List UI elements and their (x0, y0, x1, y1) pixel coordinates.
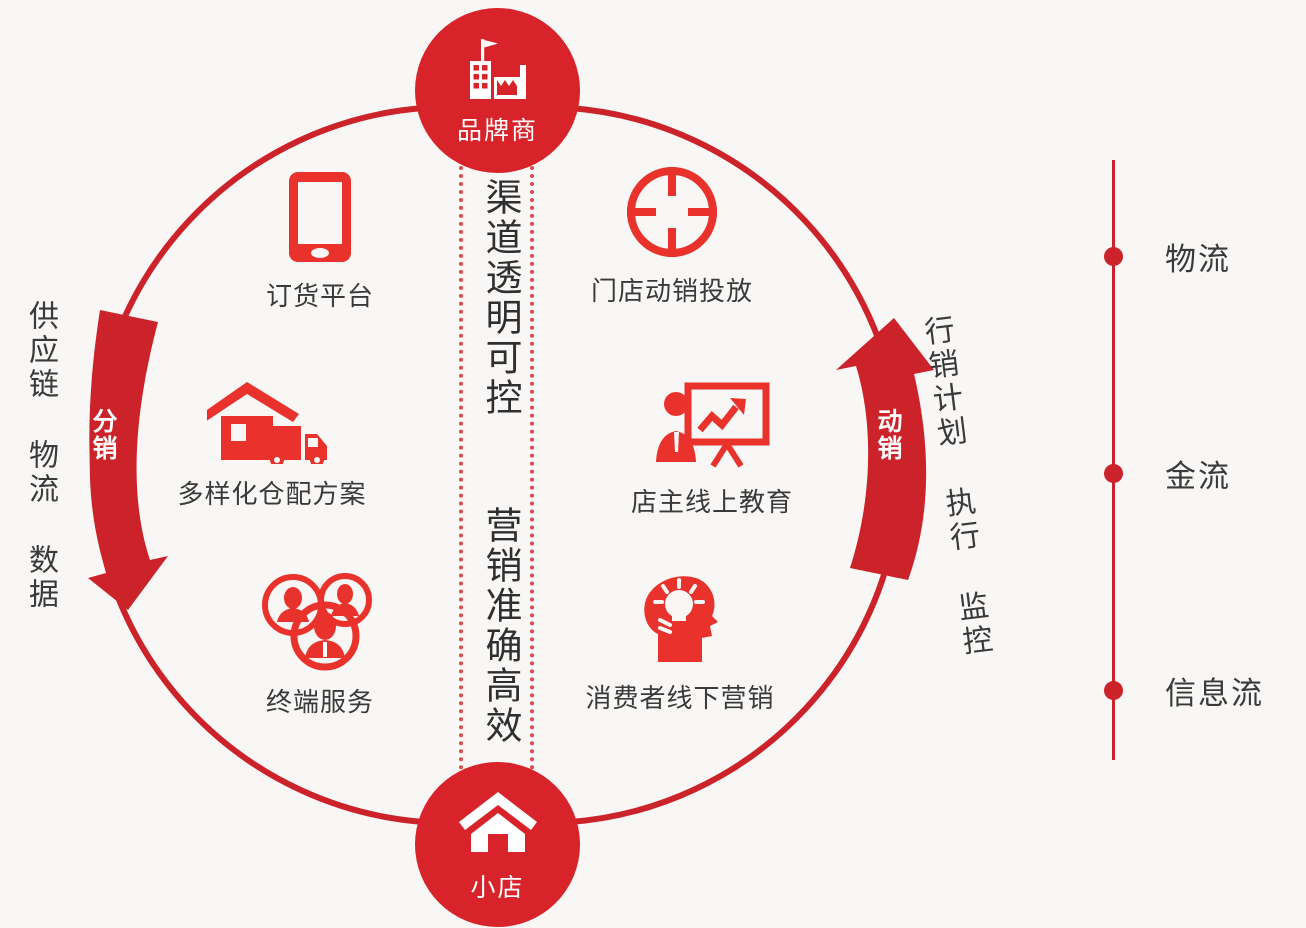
crosshair-target-icon (627, 167, 717, 257)
center-dotted-line-right (530, 150, 534, 770)
node-store-promotion-label: 门店动销投放 (590, 276, 753, 306)
node-consumer-offline-marketing-label: 消费者线下营销 (585, 683, 775, 713)
node-consumer-offline-marketing[interactable]: 消费者线下营销 (560, 572, 800, 715)
hub-brand-owner-label: 品牌商 (456, 116, 538, 145)
hub-small-store[interactable]: 小店 (415, 762, 580, 927)
smartphone-icon (289, 172, 351, 262)
node-ordering-platform-label: 订货平台 (265, 281, 374, 311)
node-terminal-service[interactable]: 终端服务 (200, 572, 440, 719)
node-warehouse-solutions-label: 多样化仓配方案 (177, 479, 367, 509)
caption-supply-chain: 供应链 物流 数据 (24, 300, 57, 612)
people-group-icon (262, 573, 372, 671)
caption-marketing-plan: 行销计划 执行 监控 (917, 313, 993, 661)
legend-dot-icon (1104, 247, 1123, 266)
legend-item-logistics-label: 物流 (1165, 242, 1231, 277)
legend-dot-icon (1104, 681, 1123, 700)
node-store-promotion[interactable]: 门店动销投放 (552, 163, 792, 308)
center-dotted-line-left (459, 150, 463, 770)
warehouse-truck-icon (207, 382, 327, 464)
factory-flag-icon (469, 38, 526, 99)
node-warehouse-solutions[interactable]: 多样化仓配方案 (152, 378, 392, 511)
legend-item-cash-flow-label: 金流 (1165, 459, 1231, 494)
node-owner-online-education-label: 店主线上教育 (630, 487, 793, 517)
legend-item-logistics[interactable]: 物流 (1104, 234, 1231, 279)
legend-item-cash-flow[interactable]: 金流 (1104, 451, 1231, 496)
legend-item-information-flow-label: 信息流 (1165, 676, 1264, 711)
center-slogan: 渠道透明可控 营销准确高效 (480, 178, 521, 746)
arrow-right-label: 动销 (874, 408, 902, 462)
presenter-chart-icon (656, 382, 770, 468)
node-ordering-platform[interactable]: 订货平台 (200, 168, 440, 313)
head-lightbulb-icon (644, 576, 718, 662)
legend-axis-line (1112, 160, 1115, 760)
node-owner-online-education[interactable]: 店主线上教育 (592, 382, 832, 519)
legend-dot-icon (1104, 464, 1123, 483)
hub-small-store-label: 小店 (470, 873, 525, 902)
hub-brand-owner[interactable]: 品牌商 (415, 8, 580, 173)
arrow-left-label: 分销 (89, 408, 117, 462)
legend-item-information-flow[interactable]: 信息流 (1104, 668, 1264, 713)
node-terminal-service-label: 终端服务 (265, 687, 374, 717)
house-icon (458, 791, 537, 852)
